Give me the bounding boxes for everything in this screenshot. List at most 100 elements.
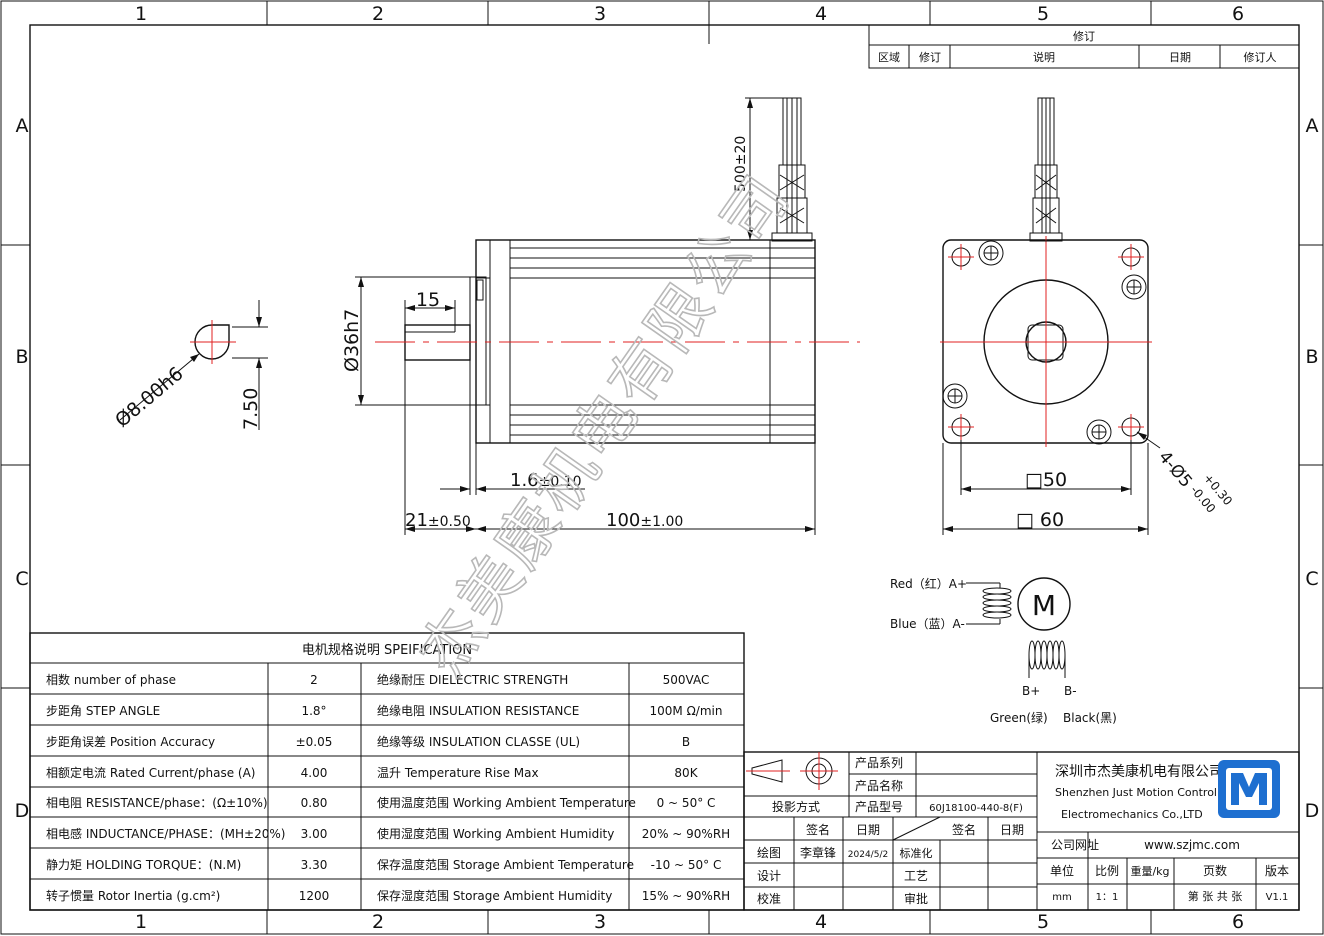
zone-labels: 1 2 3 4 5 6 1 2 3 4 5 6 A B C D A B C D xyxy=(15,3,1320,933)
company-name-en-1: Shenzhen Just Motion Control xyxy=(1055,786,1217,799)
spec-value: 1200 xyxy=(299,889,330,903)
spec-value: -10 ~ 50° C xyxy=(651,858,722,872)
spec-label: 相电感 INDUCTANCE/PHASE：(MH±20%) xyxy=(46,826,285,841)
spec-value: B xyxy=(682,735,690,749)
spec-value: 100M Ω/min xyxy=(650,704,723,718)
date-header: 日期 xyxy=(856,823,880,837)
spec-value: 3.30 xyxy=(301,858,328,872)
col-label: 5 xyxy=(1037,3,1049,25)
scale-label: 比例 xyxy=(1095,864,1119,878)
model-label: 产品型号 xyxy=(855,800,903,814)
spec-label: 使用湿度范围 Working Ambient Humidity xyxy=(377,826,614,841)
spec-value: 0.80 xyxy=(301,796,328,810)
col-label: 2 xyxy=(372,911,384,933)
wire-green-label: Green(绿) xyxy=(990,710,1048,725)
spec-label: 保存温度范围 Storage Ambient Temperature xyxy=(377,857,634,872)
series-label: 产品系列 xyxy=(855,756,903,770)
motor-side-view: 500±20 Ø36h7 15 1.6±0.10 21±0.50 100±1.0 xyxy=(341,97,860,535)
revision-header: 区域 xyxy=(878,51,900,64)
weight-label: 重量/kg xyxy=(1130,864,1169,878)
revision-header: 修订 xyxy=(919,50,941,64)
cable-length-label: 500±20 xyxy=(733,136,749,192)
shaft-section-view: Ø8.00h6 7.50 xyxy=(111,300,268,432)
spec-value: 3.00 xyxy=(301,827,328,841)
col-label: 3 xyxy=(594,911,606,933)
col-label: 3 xyxy=(594,3,606,25)
date-header-2: 日期 xyxy=(1000,823,1024,837)
row-label: C xyxy=(15,568,28,590)
flange-thk-main: 1.6 xyxy=(510,470,539,491)
spec-label: 步距角误差 Position Accuracy xyxy=(46,735,215,749)
motor-front-view: □50 □ 60 4-Ø5 +0.30 -0.00 xyxy=(940,97,1235,535)
wire-red-label: Red（红）A+ xyxy=(890,576,967,591)
revision-header: 修订人 xyxy=(1244,50,1277,64)
design-label: 设计 xyxy=(757,869,781,883)
shaft-ext-main: 21 xyxy=(405,510,428,531)
sign-header: 签名 xyxy=(806,822,830,837)
col-label: 4 xyxy=(815,3,827,25)
col-label: 1 xyxy=(135,3,147,25)
spec-value: 4.00 xyxy=(301,766,328,780)
screw-heads xyxy=(942,240,1147,445)
revision-title: 修订 xyxy=(1073,29,1095,43)
wire-black-label: Black(黑) xyxy=(1063,711,1117,725)
col-label: 6 xyxy=(1232,911,1244,933)
row-label: D xyxy=(1305,800,1320,822)
wiring-diagram: Red（红）A+ Blue（蓝）A- M B+ B- Green(绿) Blac… xyxy=(890,576,1117,725)
spec-value: 80K xyxy=(674,766,698,780)
name-label: 产品名称 xyxy=(855,778,903,793)
body-len-main: 100 xyxy=(606,510,640,531)
spec-label: 绝缘等级 INSULATION CLASSE (UL) xyxy=(377,734,580,749)
flange-size-label: □ 60 xyxy=(1016,509,1064,531)
wire-bminus-label: B- xyxy=(1064,684,1077,698)
process-label: 工艺 xyxy=(904,869,928,883)
body-len-label: 100±1.00 xyxy=(606,510,683,531)
motor-symbol-label: M xyxy=(1032,589,1056,622)
pages-label: 页数 xyxy=(1203,863,1227,878)
shaft-ext-label: 21±0.50 xyxy=(405,510,471,531)
row-label: C xyxy=(1305,568,1318,590)
col-label: 4 xyxy=(815,911,827,933)
revision-header: 说明 xyxy=(1033,50,1055,64)
col-label: 5 xyxy=(1037,911,1049,933)
spec-label: 相数 number of phase xyxy=(46,672,176,687)
shaft-ext-tol: ±0.50 xyxy=(428,514,471,530)
spec-value: 500VAC xyxy=(663,673,710,687)
col-label: 2 xyxy=(372,3,384,25)
unit-value: mm xyxy=(1052,892,1071,903)
spec-label: 相电阻 RESISTANCE/phase：(Ω±10%) xyxy=(46,796,268,810)
spec-rows: 相数 number of phase 2 绝缘耐压 DIELECTRIC STR… xyxy=(46,672,730,903)
unit-label: 单位 xyxy=(1050,863,1074,878)
spec-value: ±0.05 xyxy=(296,735,333,749)
spec-value: 2 xyxy=(310,673,318,687)
pilot-dia-label: Ø36h7 xyxy=(341,309,363,372)
flange-thk-tol: ±0.10 xyxy=(539,474,582,490)
spec-label: 静力矩 HOLDING TORQUE：(N.M) xyxy=(46,858,241,872)
pages-value: 第 张 共 张 xyxy=(1188,889,1243,903)
row-label: D xyxy=(15,800,30,822)
row-label: B xyxy=(15,346,28,368)
spec-title: 电机规格说明 SPEIFICATION xyxy=(302,642,472,658)
website-value: www.szjmc.com xyxy=(1144,838,1240,852)
row-label: A xyxy=(1306,115,1319,137)
spec-label: 步距角 STEP ANGLE xyxy=(46,704,160,718)
shaft-dia-label: Ø8.00h6 xyxy=(111,363,187,432)
title-block: 投影方式 产品系列 产品名称 产品型号 60J18100-440-8(F) 签名… xyxy=(743,751,1300,911)
spec-label: 绝缘耐压 DIELECTRIC STRENGTH xyxy=(377,672,568,687)
body-len-tol: ±1.00 xyxy=(640,514,683,530)
projection-label: 投影方式 xyxy=(772,799,820,814)
hole-spacing-label: □50 xyxy=(1025,469,1067,491)
spec-table: 电机规格说明 SPEIFICATION xyxy=(29,632,745,911)
spec-value: 1.8° xyxy=(301,704,326,718)
flange-thk-label: 1.6±0.10 xyxy=(510,470,582,491)
motor-symbol xyxy=(1017,577,1071,631)
projection-symbol xyxy=(746,752,838,790)
website-label: 公司网址 xyxy=(1051,838,1099,852)
draw-date: 2024/5/2 xyxy=(848,850,888,860)
spec-value: 15% ~ 90%RH xyxy=(642,889,730,903)
spec-label: 使用温度范围 Working Ambient Temperature xyxy=(377,795,636,810)
spec-label: 相额定电流 Rated Current/phase (A) xyxy=(46,765,255,780)
flat-label: 7.50 xyxy=(240,388,262,430)
